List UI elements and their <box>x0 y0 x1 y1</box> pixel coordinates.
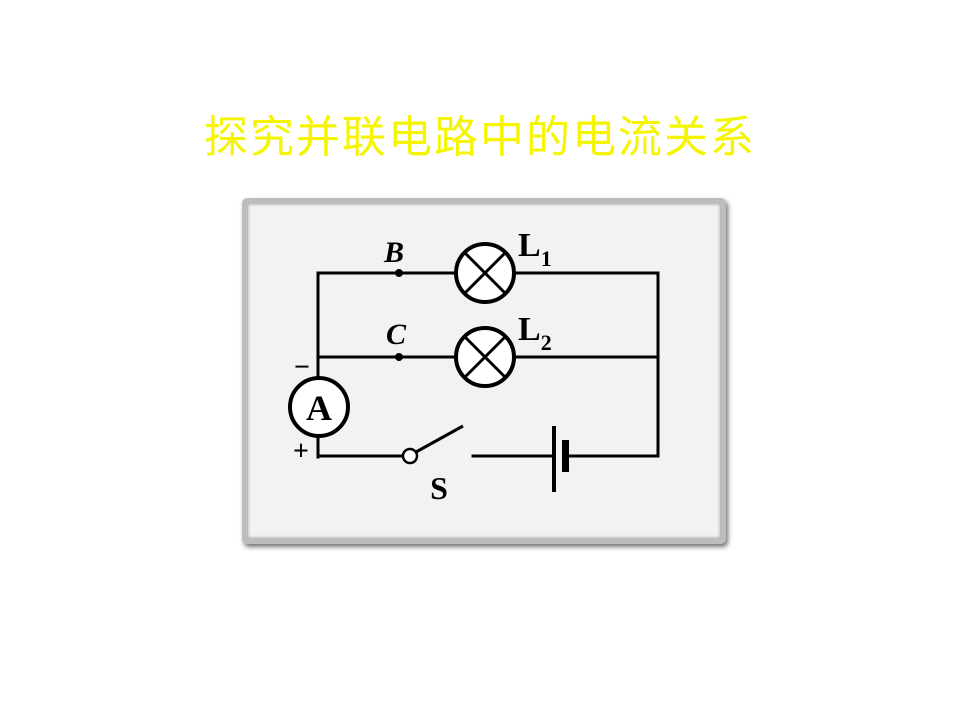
lamp1-subscript: 1 <box>541 246 552 271</box>
junction-c <box>395 353 403 361</box>
switch-label: S <box>430 470 448 506</box>
ammeter-label: A <box>306 388 332 428</box>
point-b-label: B <box>383 236 404 269</box>
ammeter-icon <box>288 376 350 438</box>
switch-icon <box>401 424 464 465</box>
page-title: 探究并联电路中的电流关系 <box>204 112 756 163</box>
circuit-diagram: B C L1 L2 A − + S <box>288 227 660 506</box>
ammeter-plus-label: + <box>293 436 309 467</box>
junction-b <box>395 269 403 277</box>
lamp2-letter: L <box>518 311 541 348</box>
battery-icon <box>552 426 569 492</box>
lamp-icon <box>454 242 516 304</box>
lamp1-label: L1 <box>518 227 552 271</box>
lamp-icon <box>454 326 516 388</box>
lamp1-letter: L <box>518 227 541 264</box>
point-c-label: C <box>386 318 407 351</box>
ammeter-minus-label: − <box>294 352 310 383</box>
lamp2-subscript: 2 <box>541 330 552 355</box>
lamp2-label: L2 <box>518 311 552 355</box>
